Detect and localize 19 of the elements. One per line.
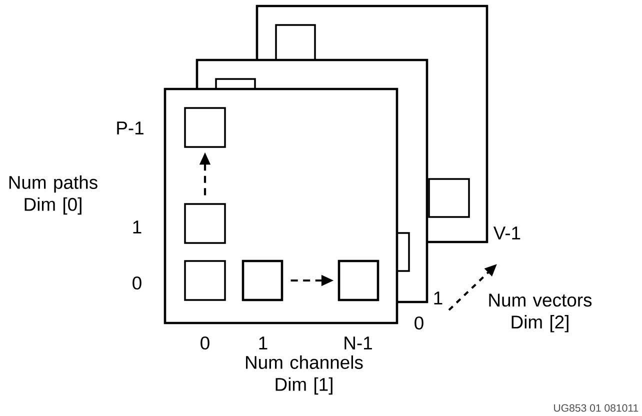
axis-label: Num vectors Dim [2] xyxy=(489,294,592,332)
figure-id: UG853 01 081011 xyxy=(554,404,638,412)
axis-label: 0 xyxy=(200,336,210,350)
axis-label: V-1 xyxy=(493,226,520,240)
square-box xyxy=(184,107,226,148)
axis-label: Num channels Dim [1] xyxy=(246,355,363,395)
axis-label: 0 xyxy=(132,276,142,290)
axis-label: 1 xyxy=(434,292,442,304)
square-box xyxy=(184,203,226,244)
axis-label: P-1 xyxy=(117,122,144,134)
plane-box xyxy=(242,260,284,302)
axis-label: 1 xyxy=(133,220,142,234)
plane-box xyxy=(338,260,380,302)
axis-label: N-1 xyxy=(344,336,372,350)
square-box xyxy=(428,178,470,218)
axis-label: 1 xyxy=(259,336,268,350)
square-box xyxy=(184,260,226,301)
axis-label: Num paths Dim [0] xyxy=(9,175,98,215)
axis-label: 0 xyxy=(414,316,424,330)
